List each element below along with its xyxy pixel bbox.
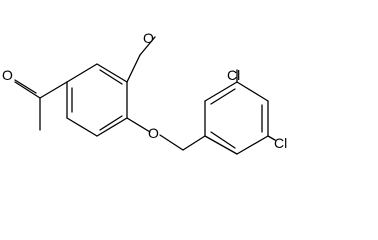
- atom-label-ether-oxygen: O: [148, 125, 159, 141]
- bond-ring-b-3: [236, 81, 269, 102]
- bond-ring-b-double-1: [210, 88, 236, 105]
- structure-diagram: O O O Cl Cl: [2, 30, 288, 155]
- atom-label-chlorine-ortho: Cl: [227, 67, 240, 83]
- bond-methoxy-methyl: [139, 36, 156, 56]
- bond-carbonyl-oxygen-double: [14, 79, 37, 94]
- bond-ring-ether-oxygen: [126, 117, 151, 133]
- bond-ring-a-1: [66, 63, 98, 83]
- atom-label-ketone-oxygen: O: [2, 67, 13, 83]
- bond-ring-a-double-2: [99, 69, 123, 85]
- bond-ring-chlorine-para: [267, 135, 276, 141]
- atom-label-chlorine-para: Cl: [274, 135, 287, 151]
- bond-ring-a-4: [96, 117, 128, 137]
- bond-ring-b-double-3: [210, 131, 236, 149]
- bond-ring-b-2: [204, 81, 238, 102]
- bond-lines: [14, 36, 276, 155]
- bond-ring-b-6: [204, 135, 238, 155]
- bond-carbonyl-oxygen: [14, 81, 41, 99]
- bond-ch2-ring: [182, 135, 206, 151]
- bond-carbonyl-ring: [39, 81, 68, 99]
- bond-ether-oxygen-ch2: [159, 134, 184, 151]
- molecule-drawing: O O O Cl Cl: [2, 30, 287, 155]
- bond-ring-methoxy-oxygen: [126, 54, 141, 83]
- bond-ring-a-2: [96, 63, 128, 83]
- bond-ring-a-5: [66, 117, 98, 137]
- atom-labels: O O O Cl Cl: [2, 30, 287, 151]
- atom-label-methoxy-oxygen: O: [143, 30, 154, 46]
- bond-ring-a-double-3: [99, 115, 123, 131]
- bond-ring-b-5: [236, 135, 269, 155]
